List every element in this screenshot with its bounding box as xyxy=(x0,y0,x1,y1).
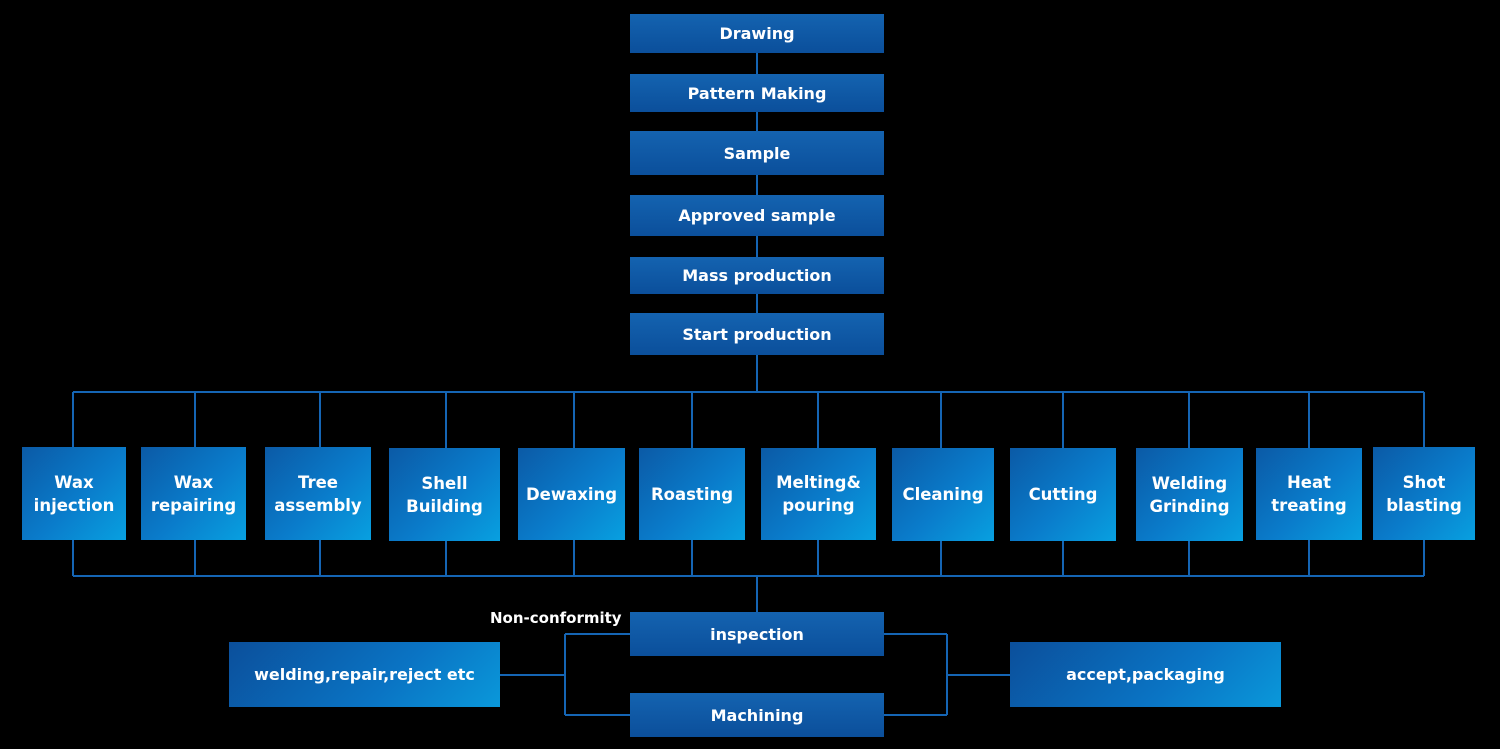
process-dewaxing: Dewaxing xyxy=(518,448,625,540)
step-machining: Machining xyxy=(630,693,884,737)
process-cleaning: Cleaning xyxy=(892,448,994,541)
process-wax-injection: Wax injection xyxy=(22,447,126,540)
step-inspection: inspection xyxy=(630,612,884,656)
process-welding-grinding: Welding Grinding xyxy=(1136,448,1243,541)
non-conformity-label: Non-conformity xyxy=(490,609,622,627)
process-tree-assembly: Tree assembly xyxy=(265,447,371,540)
process-melting-pouring: Melting& pouring xyxy=(761,448,876,540)
process-wax-repairing: Wax repairing xyxy=(141,447,246,540)
process-heat-treating: Heat treating xyxy=(1256,448,1362,540)
accept-box: accept,packaging xyxy=(1010,642,1281,707)
step-pattern-making: Pattern Making xyxy=(630,74,884,112)
process-cutting: Cutting xyxy=(1010,448,1116,541)
process-shell-building: Shell Building xyxy=(389,448,500,541)
step-start-production: Start production xyxy=(630,313,884,355)
process-roasting: Roasting xyxy=(639,448,745,540)
step-sample: Sample xyxy=(630,131,884,175)
reject-box: welding,repair,reject etc xyxy=(229,642,500,707)
step-drawing: Drawing xyxy=(630,14,884,53)
step-mass-production: Mass production xyxy=(630,257,884,294)
process-shot-blasting: Shot blasting xyxy=(1373,447,1475,540)
step-approved-sample: Approved sample xyxy=(630,195,884,236)
